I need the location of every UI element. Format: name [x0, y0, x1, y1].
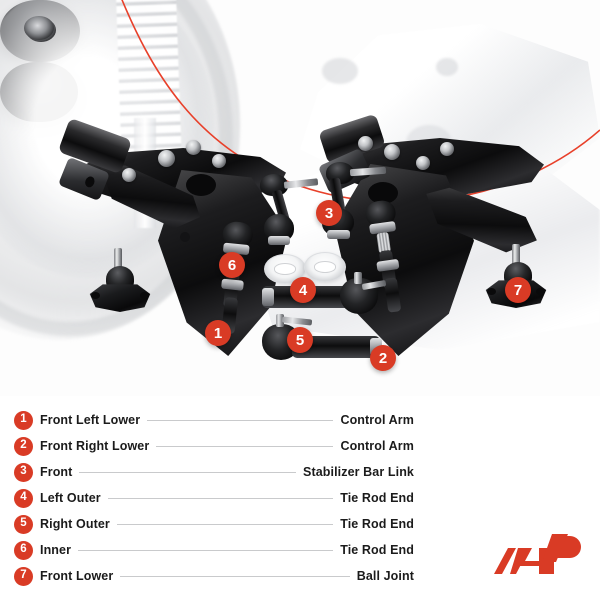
stabilizer-bar-link	[258, 170, 332, 250]
legend-position-label: Front Lower	[40, 569, 114, 583]
callout-badge-4[interactable]: 4	[290, 277, 316, 303]
left-outer-tie-rod-end	[262, 272, 387, 320]
legend-position-label: Front	[40, 465, 73, 479]
legend-part-name: Tie Rod End	[340, 517, 414, 531]
control-arm-hole	[180, 232, 190, 242]
callout-badge-1[interactable]: 1	[205, 320, 231, 346]
legend-badge-6: 6	[14, 540, 33, 560]
legend-part-name: Tie Rod End	[340, 543, 414, 557]
front-lower-ball-joint	[84, 248, 156, 314]
legend-badge-2: 2	[14, 436, 33, 456]
control-arm-bolt	[186, 140, 201, 155]
legend-row: 4 Left Outer Tie Rod End	[14, 486, 414, 510]
right-outer-tie-rod-end	[258, 314, 384, 364]
legend-leader-line	[78, 549, 334, 551]
legend-row: 6 Inner Tie Rod End	[14, 538, 414, 562]
control-arm-bolt	[122, 168, 136, 182]
control-arm-bolt	[416, 156, 430, 170]
legend-badge-5: 5	[14, 514, 33, 534]
legend-part-name: Ball Joint	[356, 569, 414, 583]
control-arm-bolt	[358, 136, 373, 151]
callout-badge-2[interactable]: 2	[370, 345, 396, 371]
legend-part-name: Control Arm	[340, 413, 414, 427]
legend-badge-7: 7	[14, 566, 33, 586]
legend-row: 5 Right Outer Tie Rod End	[14, 512, 414, 536]
legend-leader-line	[116, 523, 334, 525]
legend-leader-line	[147, 419, 334, 421]
control-arm-hole	[368, 182, 398, 204]
legend-badge-1: 1	[14, 410, 33, 430]
control-arm-bolt	[212, 154, 226, 168]
legend-row: 7 Front Lower Ball Joint	[14, 564, 414, 588]
callout-badge-5[interactable]: 5	[287, 327, 313, 353]
legend-leader-line	[107, 497, 334, 499]
control-arm-hole	[186, 174, 216, 196]
callout-badge-3[interactable]: 3	[316, 200, 342, 226]
legend-position-label: Front Left Lower	[40, 413, 141, 427]
control-arm-bolt	[384, 144, 400, 160]
legend-badge-3: 3	[14, 462, 33, 482]
callout-badge-6[interactable]: 6	[219, 252, 245, 278]
front-right-lower-control-arm	[317, 113, 570, 366]
control-arm-bolt	[440, 142, 454, 156]
legend-position-label: Inner	[40, 543, 72, 557]
legend-part-name: Stabilizer Bar Link	[303, 465, 414, 479]
legend-row: 3 Front Stabilizer Bar Link	[14, 460, 414, 484]
legend-position-label: Left Outer	[40, 491, 101, 505]
a-premium-logo	[494, 534, 581, 574]
legend-row: 1 Front Left Lower Control Arm	[14, 408, 414, 432]
spacer-washer	[304, 252, 346, 282]
control-arm-bolt	[158, 150, 175, 167]
legend-position-label: Right Outer	[40, 517, 110, 531]
legend-leader-line	[79, 471, 297, 473]
legend-part-name: Tie Rod End	[340, 491, 414, 505]
legend-position-label: Front Right Lower	[40, 439, 150, 453]
legend-part-name: Control Arm	[340, 439, 414, 453]
parts-legend: 1 Front Left Lower Control Arm 2 Front R…	[0, 396, 600, 600]
callout-badge-7[interactable]: 7	[505, 277, 531, 303]
legend-row: 2 Front Right Lower Control Arm	[14, 434, 414, 458]
product-photo-area: 1 2 3 4 5 6 7	[0, 0, 600, 396]
legend-leader-line	[120, 575, 350, 577]
legend-badge-4: 4	[14, 488, 33, 508]
legend-leader-line	[156, 445, 334, 447]
